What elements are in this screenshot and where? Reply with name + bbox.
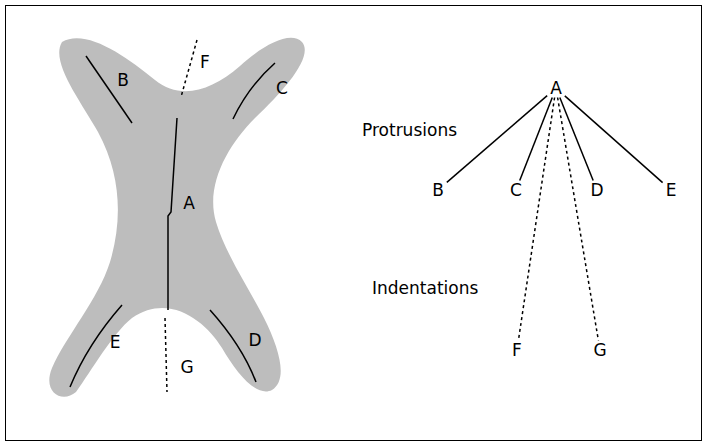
indentation-edge bbox=[518, 98, 554, 341]
node-letter: B bbox=[432, 182, 444, 199]
tree-node: C bbox=[507, 181, 525, 200]
tree-node: A bbox=[547, 79, 565, 98]
part-letter: C bbox=[276, 80, 288, 97]
node-letter: G bbox=[593, 342, 606, 359]
tree-node: D bbox=[587, 181, 606, 200]
node-letter: C bbox=[510, 182, 522, 199]
group-label: Indentations bbox=[372, 280, 478, 297]
indentation-edge bbox=[558, 98, 599, 341]
part-letter: E bbox=[110, 334, 121, 351]
shape-outline bbox=[49, 38, 304, 397]
axis-line bbox=[86, 56, 132, 123]
frame-border bbox=[6, 6, 702, 441]
part-letter: B bbox=[117, 72, 129, 89]
part-letter: A bbox=[183, 195, 195, 212]
part-letter: G bbox=[180, 359, 193, 376]
part-letter: D bbox=[248, 332, 261, 349]
protrusion-edge bbox=[565, 96, 663, 183]
axis-line bbox=[233, 63, 275, 119]
node-letter: A bbox=[550, 80, 562, 97]
tree-node: B bbox=[429, 181, 447, 200]
indentation-line bbox=[165, 318, 167, 392]
axis-line bbox=[168, 118, 177, 310]
node-letter: F bbox=[512, 342, 522, 359]
protrusion-edge bbox=[520, 98, 553, 181]
protrusion-edge bbox=[447, 96, 547, 183]
part-letter: F bbox=[200, 54, 210, 71]
tree-node: F bbox=[509, 341, 525, 360]
node-letter: E bbox=[666, 182, 677, 199]
axis-line bbox=[70, 305, 122, 387]
tree-node: E bbox=[663, 181, 680, 200]
group-label: Protrusions bbox=[362, 122, 457, 139]
node-letter: D bbox=[590, 182, 603, 199]
indentation-line bbox=[181, 40, 197, 97]
tree-node: G bbox=[590, 341, 609, 360]
